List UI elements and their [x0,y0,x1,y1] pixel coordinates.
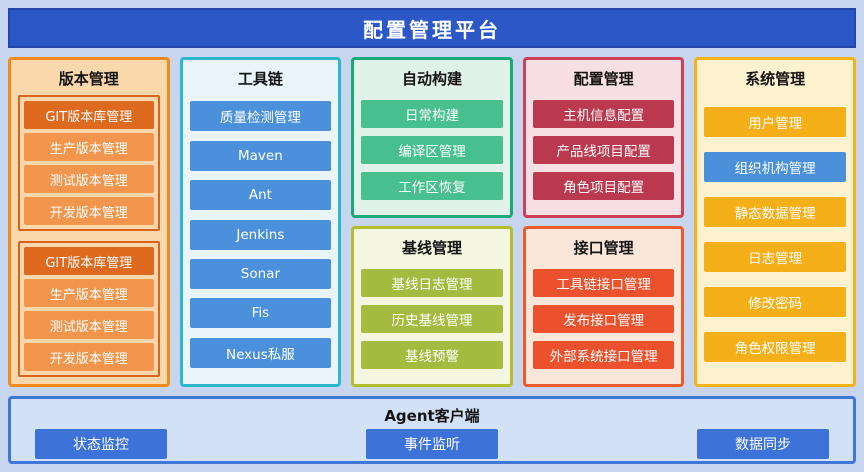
system-items: 用户管理 组织机构管理 静态数据管理 日志管理 修改密码 角色权限管理 [704,92,846,377]
panel-toolchain: 工具链 质量检测管理 Maven Ant Jenkins Sonar Fis N… [179,57,342,387]
node-quality-check-mgmt: 质量检测管理 [189,101,332,132]
column-build-baseline: 自动构建 日常构建 编译区管理 工作区恢复 基线管理 基线日志管理 历史基线管理… [351,57,513,387]
panel-title-interface: 接口管理 [573,239,634,257]
node-baseline-warning: 基线预警 [361,341,503,369]
node-test-version-mgmt-1: 测试版本管理 [24,165,154,193]
panel-auto-build: 自动构建 日常构建 编译区管理 工作区恢复 [351,57,513,218]
node-log-mgmt: 日志管理 [704,242,846,272]
column-version: 版本管理 GIT版本库管理 生产版本管理 测试版本管理 开发版本管理 GIT版本… [8,57,170,387]
column-config-interface: 配置管理 主机信息配置 产品线项目配置 角色项目配置 接口管理 工具链接口管理 … [522,57,685,387]
node-change-password: 修改密码 [704,287,846,317]
version-group-1: GIT版本库管理 生产版本管理 测试版本管理 开发版本管理 [18,95,160,231]
node-daily-build: 日常构建 [361,100,503,128]
panel-config-management: 配置管理 主机信息配置 产品线项目配置 角色项目配置 [522,57,685,218]
panel-baseline-management: 基线管理 基线日志管理 历史基线管理 基线预警 [351,226,513,387]
node-data-sync: 数据同步 [697,429,829,459]
node-event-listener: 事件监听 [366,429,498,459]
interface-items: 工具链接口管理 发布接口管理 外部系统接口管理 [532,261,675,377]
node-sonar: Sonar [189,258,332,289]
node-production-version-mgmt-2: 生产版本管理 [24,279,154,307]
diagram-header: 配置管理平台 [8,8,856,48]
node-role-permission-mgmt: 角色权限管理 [704,332,846,362]
version-group-2: GIT版本库管理 生产版本管理 测试版本管理 开发版本管理 [18,241,160,377]
node-baseline-log-mgmt: 基线日志管理 [361,269,503,297]
node-status-monitor: 状态监控 [35,429,167,459]
node-publish-interface-mgmt: 发布接口管理 [532,305,675,333]
panel-title-agent: Agent客户端 [384,407,480,425]
node-dev-version-mgmt-1: 开发版本管理 [24,197,154,225]
node-static-data-mgmt: 静态数据管理 [704,197,846,227]
node-host-info-config: 主机信息配置 [532,100,675,128]
node-maven: Maven [189,140,332,171]
module-columns: 版本管理 GIT版本库管理 生产版本管理 测试版本管理 开发版本管理 GIT版本… [8,57,856,387]
auto-build-items: 日常构建 编译区管理 工作区恢复 [361,92,503,208]
node-fis: Fis [189,298,332,329]
config-items: 主机信息配置 产品线项目配置 角色项目配置 [532,92,675,208]
panel-agent-client: Agent客户端 状态监控 事件监听 数据同步 [8,396,856,464]
node-toolchain-interface-mgmt: 工具链接口管理 [532,269,675,297]
panel-title-config: 配置管理 [573,70,634,88]
column-system: 系统管理 用户管理 组织机构管理 静态数据管理 日志管理 修改密码 角色权限管理 [694,57,856,387]
panel-title-version: 版本管理 [58,70,119,88]
panel-version-management: 版本管理 GIT版本库管理 生产版本管理 测试版本管理 开发版本管理 GIT版本… [8,57,170,387]
panel-system-management: 系统管理 用户管理 组织机构管理 静态数据管理 日志管理 修改密码 角色权限管理 [694,57,856,387]
node-ant: Ant [189,180,332,211]
node-role-project-config: 角色项目配置 [532,172,675,200]
node-jenkins: Jenkins [189,219,332,250]
node-product-line-project-config: 产品线项目配置 [532,136,675,164]
panel-title-system: 系统管理 [745,70,806,88]
node-org-structure-mgmt: 组织机构管理 [704,152,846,182]
column-toolchain: 工具链 质量检测管理 Maven Ant Jenkins Sonar Fis N… [179,57,342,387]
panel-title-toolchain: 工具链 [237,70,283,88]
node-user-mgmt: 用户管理 [704,107,846,137]
node-history-baseline-mgmt: 历史基线管理 [361,305,503,333]
node-production-version-mgmt-1: 生产版本管理 [24,133,154,161]
panel-title-auto-build: 自动构建 [401,70,462,88]
panel-interface-management: 接口管理 工具链接口管理 发布接口管理 外部系统接口管理 [522,226,685,387]
node-workspace-restore: 工作区恢复 [361,172,503,200]
panel-title-baseline: 基线管理 [401,239,462,257]
node-git-repo-mgmt-1: GIT版本库管理 [24,101,154,129]
page-title: 配置管理平台 [363,17,501,42]
agent-items: 状态监控 事件监听 数据同步 [35,429,829,459]
toolchain-items: 质量检测管理 Maven Ant Jenkins Sonar Fis Nexus… [189,92,332,377]
node-external-system-interface-mgmt: 外部系统接口管理 [532,341,675,369]
node-nexus-private: Nexus私服 [189,337,332,368]
node-compile-area-mgmt: 编译区管理 [361,136,503,164]
baseline-items: 基线日志管理 历史基线管理 基线预警 [361,261,503,377]
node-dev-version-mgmt-2: 开发版本管理 [24,343,154,371]
node-git-repo-mgmt-2: GIT版本库管理 [24,247,154,275]
node-test-version-mgmt-2: 测试版本管理 [24,311,154,339]
